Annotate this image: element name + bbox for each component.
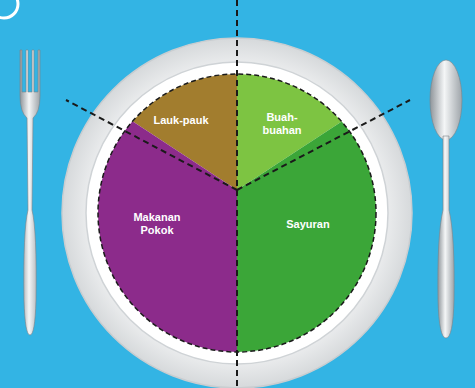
sector-fill bbox=[237, 122, 376, 352]
sector-label: Buah- buahan bbox=[258, 111, 306, 137]
sector-label: Sayuran bbox=[268, 218, 348, 231]
sector-fill bbox=[98, 121, 237, 352]
dashed-divider bbox=[236, 0, 238, 388]
sector-label: Makanan Pokok bbox=[126, 211, 188, 237]
sector-label: Lauk-pauk bbox=[141, 114, 221, 127]
dashed-divider bbox=[237, 100, 410, 190]
dashed-divider bbox=[66, 100, 237, 190]
